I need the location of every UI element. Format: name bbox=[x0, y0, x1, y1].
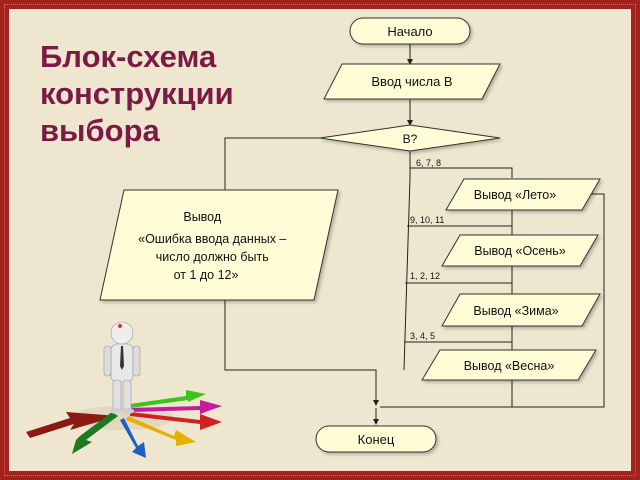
input-block bbox=[323, 63, 501, 100]
error-line-2: «Ошибка ввода данных – bbox=[138, 232, 286, 246]
end-label: Конец bbox=[358, 432, 395, 447]
end-terminal bbox=[315, 425, 437, 453]
start-terminal bbox=[349, 17, 471, 45]
title-line-2: конструкции bbox=[40, 76, 234, 111]
decision-block bbox=[319, 124, 501, 152]
title-line-1: Блок-схема bbox=[40, 39, 217, 74]
error-output-text: Вывод «Ошибка ввода данных – число должн… bbox=[138, 210, 290, 282]
input-label: Ввод числа В bbox=[371, 74, 452, 89]
output-summer-label: Вывод «Лето» bbox=[474, 188, 556, 202]
page-title: Блок-схема конструкции выбора bbox=[40, 38, 270, 149]
output-autumn bbox=[441, 234, 599, 267]
branch-condition-winter: 1, 2, 12 bbox=[410, 271, 440, 281]
person-with-arrows-icon bbox=[26, 321, 222, 458]
start-label: Начало bbox=[387, 24, 432, 39]
branch-condition-summer: 6, 7, 8 bbox=[416, 158, 441, 168]
branch-condition-spring: 3, 4, 5 bbox=[410, 331, 435, 341]
connectors bbox=[224, 44, 605, 425]
output-winter-label: Вывод «Зима» bbox=[473, 304, 558, 318]
output-blocks bbox=[421, 178, 601, 381]
output-autumn-label: Вывод «Осень» bbox=[474, 244, 566, 258]
output-summer bbox=[445, 178, 601, 211]
error-line-4: от 1 до 12» bbox=[174, 268, 239, 282]
branch-condition-autumn: 9, 10, 11 bbox=[410, 215, 444, 225]
decision-label: В? bbox=[403, 132, 418, 146]
error-output-block bbox=[99, 189, 339, 301]
error-line-3: число должно быть bbox=[156, 250, 269, 264]
output-winter bbox=[441, 293, 601, 327]
error-line-1: Вывод bbox=[183, 210, 221, 224]
title-line-3: выбора bbox=[40, 113, 160, 148]
output-spring-label: Вывод «Весна» bbox=[464, 359, 555, 373]
output-spring bbox=[421, 349, 597, 381]
